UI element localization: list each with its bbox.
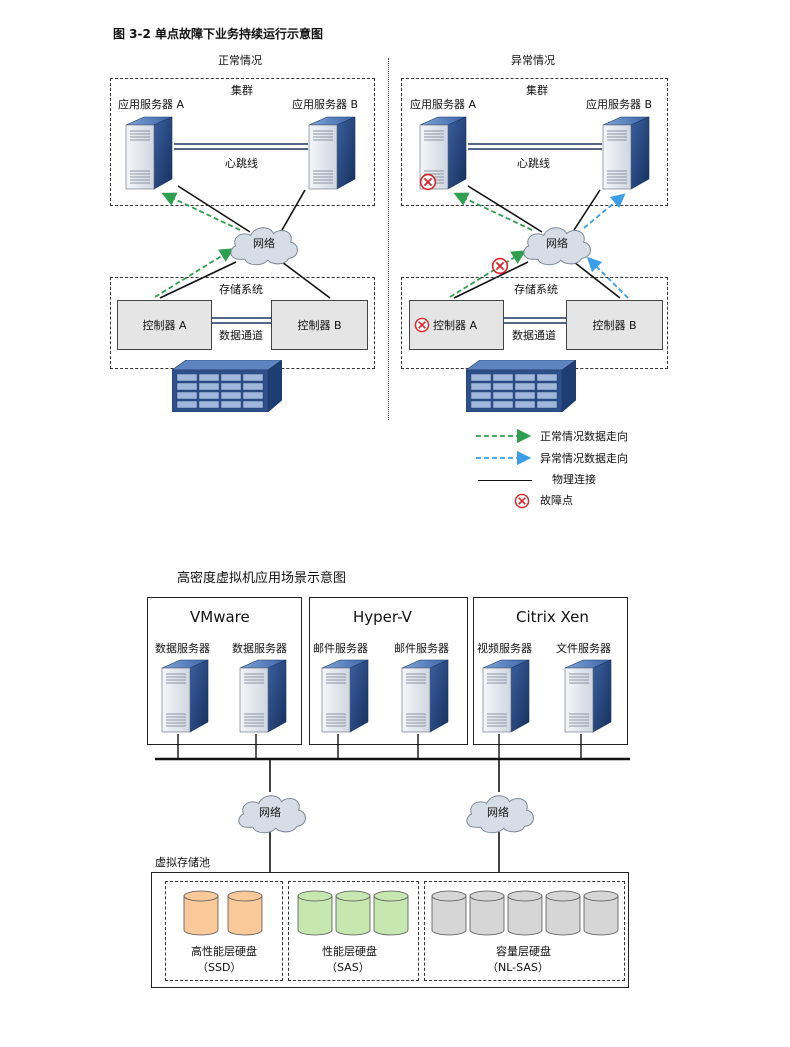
server-label: 数据服务器 (155, 642, 210, 655)
cluster-label: 集群 (526, 84, 548, 97)
server-b-label: 应用服务器 B (292, 98, 359, 111)
disk-icon (227, 890, 263, 936)
server-label: 邮件服务器 (313, 642, 368, 655)
disk-icon (545, 890, 581, 936)
cluster-box-normal (110, 78, 375, 206)
heartbeat-label: 心跳线 (225, 157, 258, 170)
group-name: Citrix Xen (516, 608, 589, 626)
data-channel-label: 数据通道 (219, 329, 263, 342)
tier-box-sas (288, 881, 419, 981)
heartbeat-label: 心跳线 (517, 157, 550, 170)
disk-icon (335, 890, 371, 936)
tier-name: 高性能层硬盘 (191, 945, 257, 958)
figure1-title: 图 3-2 单点故障下业务持续运行示意图 (113, 27, 324, 41)
tier-type: （SSD） (197, 961, 242, 974)
pool-label: 虚拟存储池 (155, 856, 210, 869)
legend-physical: 物理连接 (552, 473, 596, 486)
server-label: 文件服务器 (556, 642, 611, 655)
data-channel-line (212, 317, 271, 324)
disk-icon (507, 890, 543, 936)
legend-normal-flow-symbol (476, 428, 532, 444)
network-label: 网络 (487, 806, 509, 819)
cluster-label: 集群 (231, 84, 253, 97)
legend-normal-flow: 正常情况数据走向 (540, 430, 628, 443)
server-label: 邮件服务器 (394, 642, 449, 655)
disk-icon (373, 890, 409, 936)
heartbeat-line (468, 143, 602, 150)
data-channel-line (504, 317, 566, 324)
tier-box-nlsas (424, 881, 625, 981)
tier-name: 容量层硬盘 (496, 945, 551, 958)
group-name: VMware (190, 608, 250, 626)
disk-icon (469, 890, 505, 936)
network-label: 网络 (546, 237, 568, 250)
tier-type: （NL-SAS） (487, 961, 549, 974)
panel-divider (388, 58, 389, 420)
figure2-title: 高密度虚拟机应用场景示意图 (177, 571, 347, 586)
controller-b: 控制器 B (271, 300, 368, 350)
cluster-box-abnormal (401, 78, 668, 206)
group-name: Hyper-V (353, 608, 412, 626)
legend-physical-symbol (478, 480, 532, 481)
controller-a: 控制器 A (117, 300, 212, 350)
server-a-label: 应用服务器 A (118, 98, 185, 111)
disk-icon (297, 890, 333, 936)
controller-a: 控制器 A (409, 300, 504, 350)
legend-abnormal-flow: 异常情况数据走向 (540, 452, 628, 465)
storage-label: 存储系统 (219, 283, 263, 296)
disk-icon (183, 890, 219, 936)
data-channel-label: 数据通道 (512, 329, 556, 342)
disk-icon (431, 890, 467, 936)
network-label: 网络 (259, 806, 281, 819)
server-a-label: 应用服务器 A (410, 98, 477, 111)
storage-label: 存储系统 (514, 283, 558, 296)
server-label: 视频服务器 (477, 642, 532, 655)
legend-fault: 故障点 (540, 494, 573, 507)
legend-abnormal-flow-symbol (476, 450, 532, 466)
controller-b: 控制器 B (566, 300, 663, 350)
heartbeat-line (174, 143, 308, 150)
abnormal-heading: 异常情况 (511, 54, 555, 67)
server-b-label: 应用服务器 B (586, 98, 653, 111)
tier-type: （SAS） (326, 961, 370, 974)
network-label: 网络 (253, 237, 275, 250)
tier-name: 性能层硬盘 (322, 945, 377, 958)
normal-heading: 正常情况 (218, 54, 262, 67)
disk-icon (583, 890, 619, 936)
tier-box-ssd (165, 881, 283, 981)
server-label: 数据服务器 (232, 642, 287, 655)
